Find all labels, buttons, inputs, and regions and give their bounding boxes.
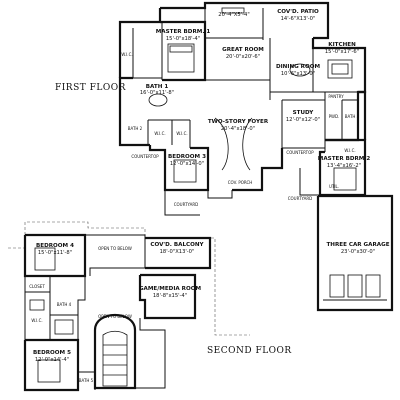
countertop-1-label: COUNTERTOP [286,150,314,155]
great-room-size: 20'-0"x20'-6" [226,54,260,60]
wic-1-label: W.I.C. [121,52,132,57]
bedroom-4-size: 15'-0"x11'-8" [38,250,72,256]
three-car-garage-size: 23'-0"x30'-0" [341,249,375,255]
game-media-room-size: 18'-8"x15'-4" [153,293,187,299]
wic-3-label: W.I.C. [176,131,187,136]
covd-patio-name: COV'D. PATIO [277,9,319,15]
master-bdrm-2-name: MASTER BDRM 2 [318,156,371,162]
second-floor-title: SECOND FLOOR [207,346,292,356]
countertop-2-label: COUNTERTOP [131,154,159,159]
covd-balcony-size: 18'-0"X13'-0" [160,249,195,255]
two-story-foyer-name: TWO-STORY FOYER [208,119,269,125]
three-car-garage-name: THREE CAR GARAGE [326,242,389,248]
bedroom-4-name: BEDROOM 4 [36,243,74,249]
master-bdrm-2-size: 13'-4"x16'-2" [327,163,361,169]
two-story-foyer-size: 20'-4"x18'-0" [221,126,255,132]
wic-4-label: W.I.C. [344,148,355,153]
courtyard-2-label: COURTYARD [288,196,313,201]
study-name: STUDY [293,110,315,116]
bath-1-size: 16'-0"x11'-8" [140,90,174,96]
bath-4-label: BATH 4 [57,302,72,307]
first-floor-title: FIRST FLOOR [55,83,126,93]
bath-2-label: BATH 2 [128,126,143,131]
bath-3-label: BATH 3 [345,114,360,119]
dining-room-name: DINING ROOM [276,64,321,70]
courtyard-1-label: COURTYARD [174,202,199,207]
second-floor-fixtures [29,247,128,387]
top-dimension-label: 20'-4"X5'-4" [218,12,249,18]
first-floor-fixtures [148,7,381,298]
closet-label: CLOSET [29,284,45,289]
second-floor-walls [8,221,250,392]
bath-1-name: BATH 1 [146,84,169,90]
master-bdrm-1-name: MASTER BDRM. 1 [156,29,211,35]
great-room-name: GREAT ROOM [222,47,264,53]
open-below-1-label: OPEN TO BELOW [98,246,132,251]
bedroom-3-size: 12'-0"x14'-0" [170,161,204,167]
bedroom-3-name: BEDROOM 3 [168,154,206,160]
porch-label: COV. PORCH [228,180,253,185]
pantry-label: PANTRY [328,94,344,99]
kitchen-size: 15'-0"x17'-6" [325,49,359,55]
master-bdrm-1-size: 15'-0"x18'-4" [166,36,200,42]
first-floor-walls [118,1,394,312]
bedroom-5-size: 12'-0"x14'-4" [35,357,69,363]
wic-5-label: W.I.C. [31,318,42,323]
kitchen-name: KITCHEN [328,42,356,48]
util-label: UTIL. [329,184,339,189]
covd-patio-size: 14'-6"X13'-0" [281,16,316,22]
bath-5-label: BATH 5 [79,378,94,383]
covd-balcony-name: COV'D. BALCONY [150,242,204,248]
bedroom-5-name: BEDROOM 5 [33,350,71,356]
game-media-room-name: GAME/MEDIA ROOM [139,286,202,292]
study-size: 12'-0"x12'-0" [286,117,320,123]
dining-room-size: 10'-6"x13'-0" [281,71,315,77]
wic-2-label: W.I.C. [154,131,165,136]
open-below-2-label: OPEN TO BELOW [98,314,132,319]
powder-label: PWD. [329,114,340,119]
